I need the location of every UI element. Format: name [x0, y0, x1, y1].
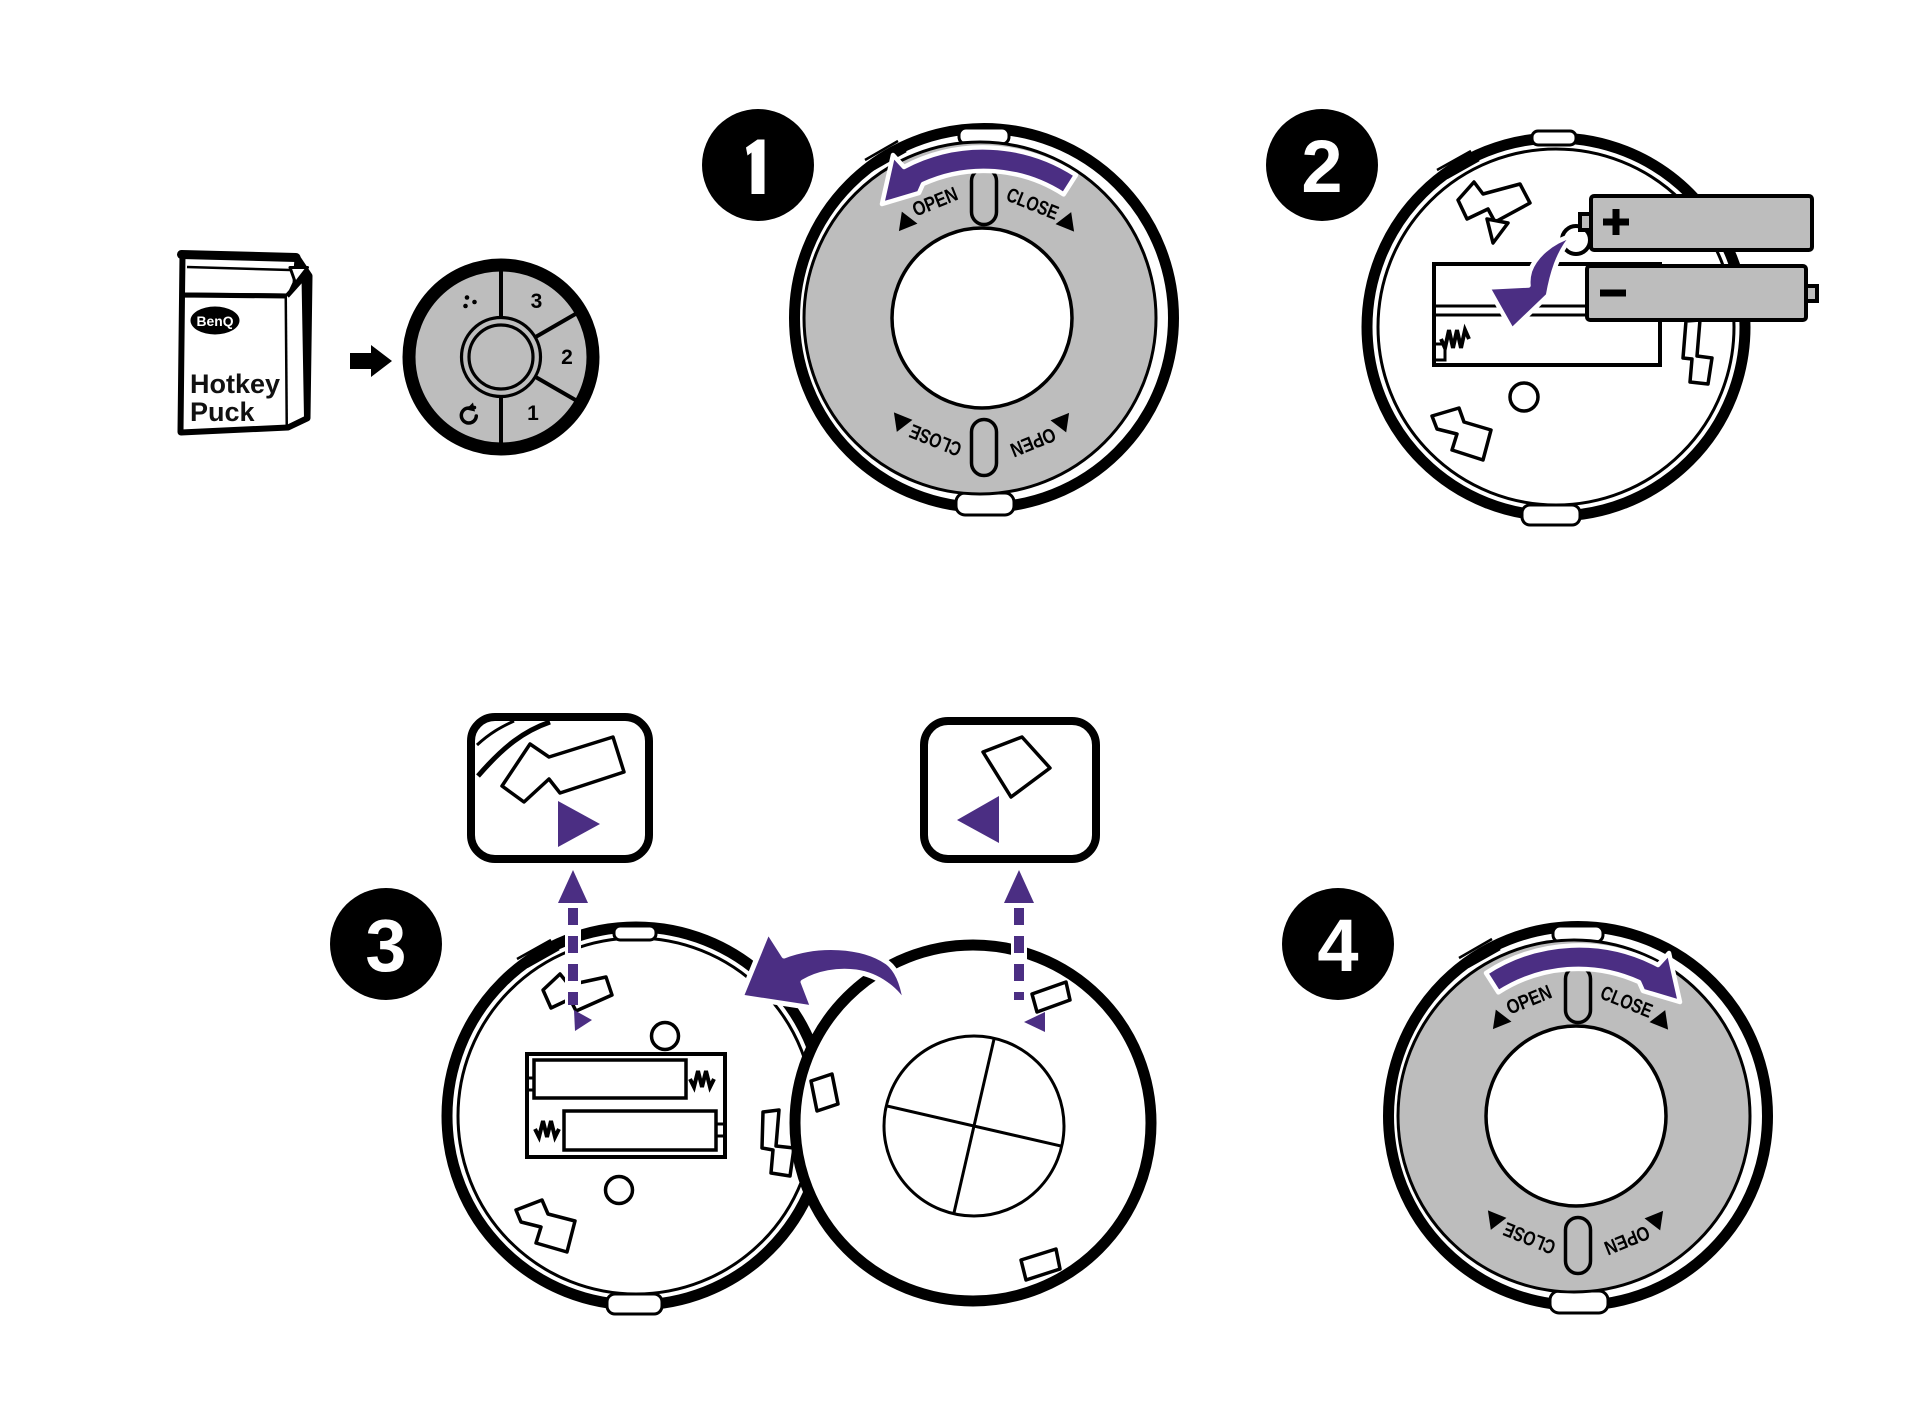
svg-text:Hotkey: Hotkey — [190, 369, 280, 399]
svg-text:3: 3 — [365, 904, 406, 987]
svg-text:4: 4 — [1317, 904, 1358, 987]
svg-text:2: 2 — [561, 346, 573, 369]
svg-text:BenQ: BenQ — [197, 314, 234, 329]
svg-text:3: 3 — [531, 290, 543, 313]
svg-text:2: 2 — [1301, 125, 1342, 208]
svg-text:1: 1 — [527, 402, 539, 425]
svg-text:Puck: Puck — [190, 397, 256, 427]
